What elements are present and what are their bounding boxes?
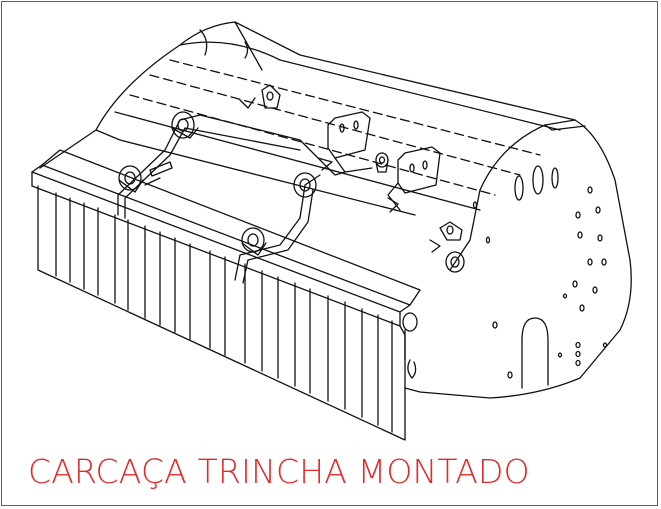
front-skirt-flaps [37,185,406,441]
right-side-plate [404,119,632,399]
front-base-plate [31,149,421,361]
top-cover-panel [39,21,576,216]
drawing-title: CARCAÇA TRINCHA MONTADO [28,452,530,491]
pivot-bushings [118,111,465,379]
hitch-bracket-arms [117,114,346,284]
mounting-tabs [261,84,463,241]
clip-details [239,97,441,253]
